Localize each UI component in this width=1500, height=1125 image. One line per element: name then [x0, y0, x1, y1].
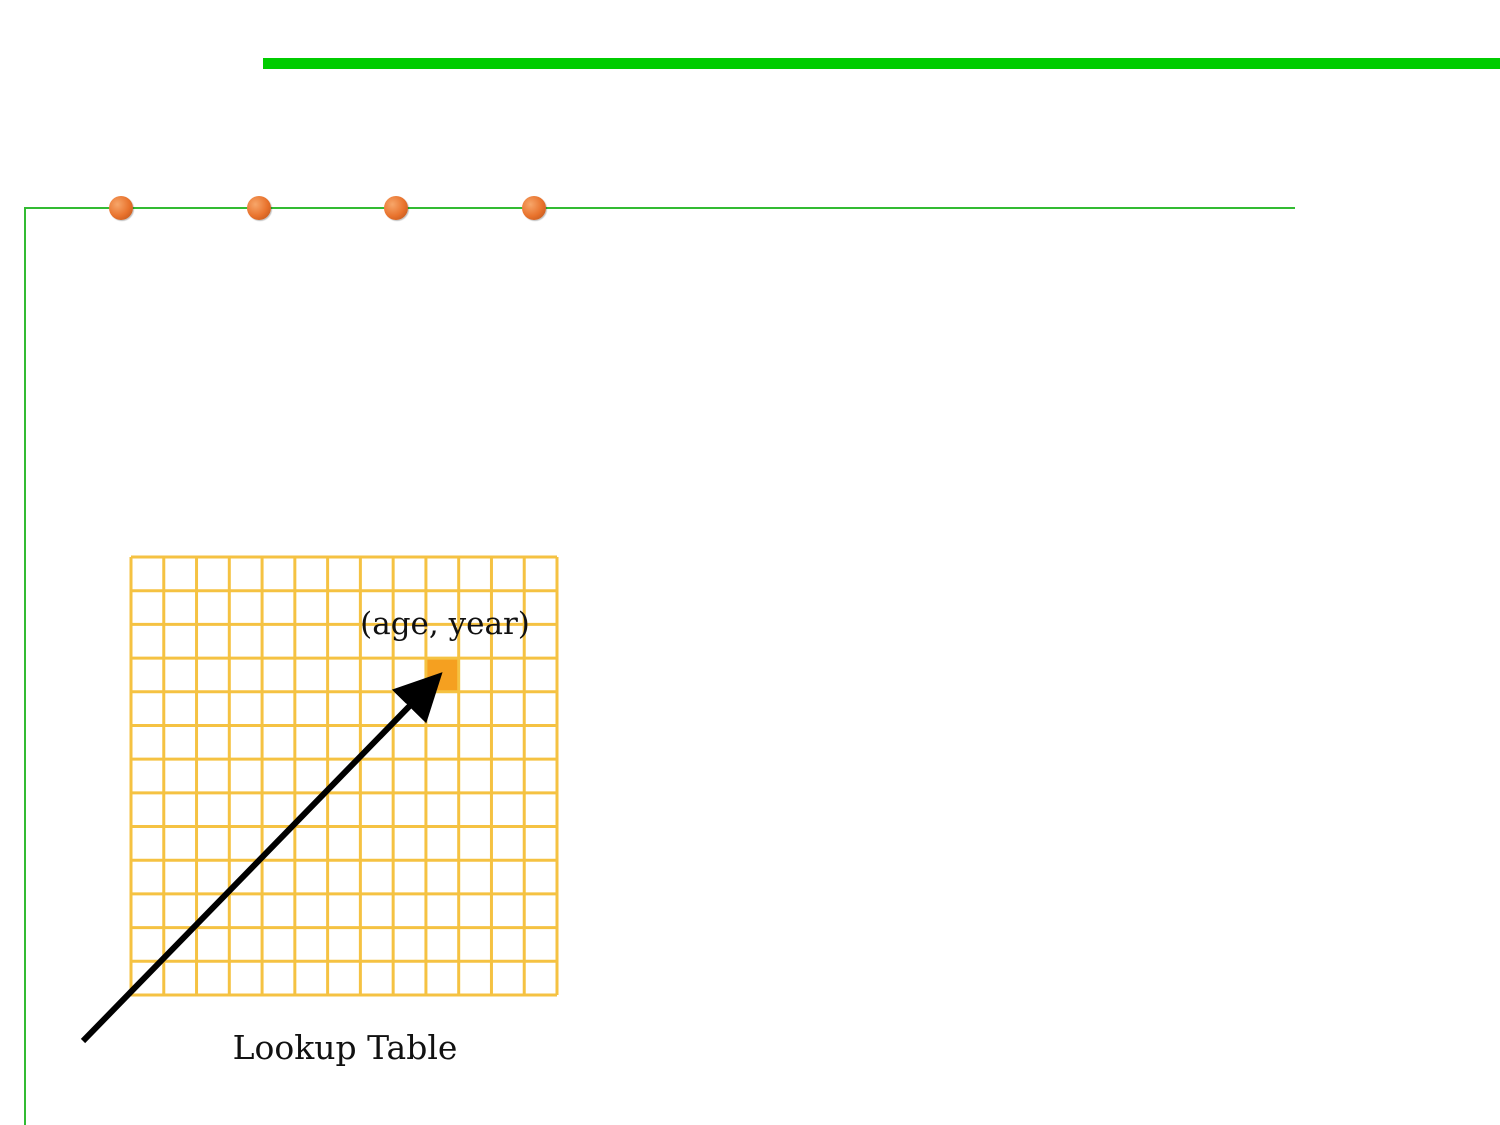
bullet-dot-icon	[384, 196, 408, 220]
bullet-dot-icon	[247, 196, 271, 220]
bullet-dot-icon	[522, 196, 546, 220]
frame-left-line	[24, 207, 26, 1125]
lookup-table-grid	[129, 555, 559, 997]
title-underline-bar	[263, 58, 1500, 69]
highlighted-cell-label: (age, year)	[360, 606, 530, 642]
lookup-table-caption: Lookup Table	[232, 1028, 458, 1067]
lookup-arrow	[80, 672, 443, 1044]
bullet-dot-icon	[109, 196, 133, 220]
frame-top-line	[24, 207, 1295, 209]
